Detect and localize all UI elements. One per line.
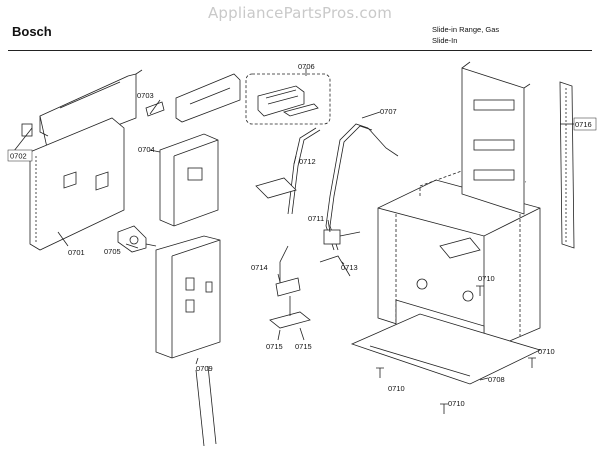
control-bracket-part (159, 133, 219, 227)
callout-0703: 0703 (137, 91, 154, 100)
valve-assembly-part (245, 73, 331, 125)
callout-0710-d: 0710 (448, 399, 465, 408)
gas-valve-part (319, 229, 361, 277)
callout-0706: 0706 (298, 62, 315, 71)
callout-0711: 0711 (308, 214, 324, 223)
screw-part (376, 285, 536, 414)
callout-0712: 0712 (299, 157, 316, 166)
bottom-tray-part (350, 313, 542, 385)
callout-0708: 0708 (488, 375, 505, 384)
callout-leaders (9, 68, 574, 381)
callout-0715-right: 0715 (295, 342, 312, 351)
rear-panel-part (461, 61, 531, 215)
callout-0710-a: 0710 (478, 274, 495, 283)
callout-0713: 0713 (341, 263, 358, 272)
side-rail-part (559, 81, 575, 249)
callout-0707: 0707 (380, 107, 397, 116)
regulator-bracket-part (269, 245, 311, 329)
callout-0709: 0709 (196, 364, 213, 373)
header-rule (8, 50, 592, 51)
watermark: AppliancePartsPros.com (207, 4, 393, 22)
burner-tube-part (255, 127, 321, 215)
callout-0704: 0704 (138, 145, 155, 154)
brand-logo: Bosch (12, 24, 52, 39)
callout-0715-left: 0715 (266, 342, 283, 351)
callout-labels: 0702 0701 0703 0704 0705 0706 0707 0712 … (7, 62, 597, 408)
callout-0716: 0716 (575, 120, 592, 129)
model-type: Slide-In (432, 36, 458, 45)
callout-0710-b: 0710 (538, 347, 555, 356)
callout-0710-c: 0710 (388, 384, 405, 393)
left-side-panel-part (29, 117, 125, 251)
igniter-module-part (117, 225, 157, 253)
model-description: Slide-in Range, Gas (432, 25, 500, 34)
callout-0705: 0705 (104, 247, 121, 256)
front-panel-part (155, 235, 221, 447)
burner-bracket-part (145, 73, 241, 123)
callout-0714: 0714 (251, 263, 268, 272)
callout-0702: 0702 (10, 152, 27, 161)
callout-0701: 0701 (68, 248, 85, 257)
